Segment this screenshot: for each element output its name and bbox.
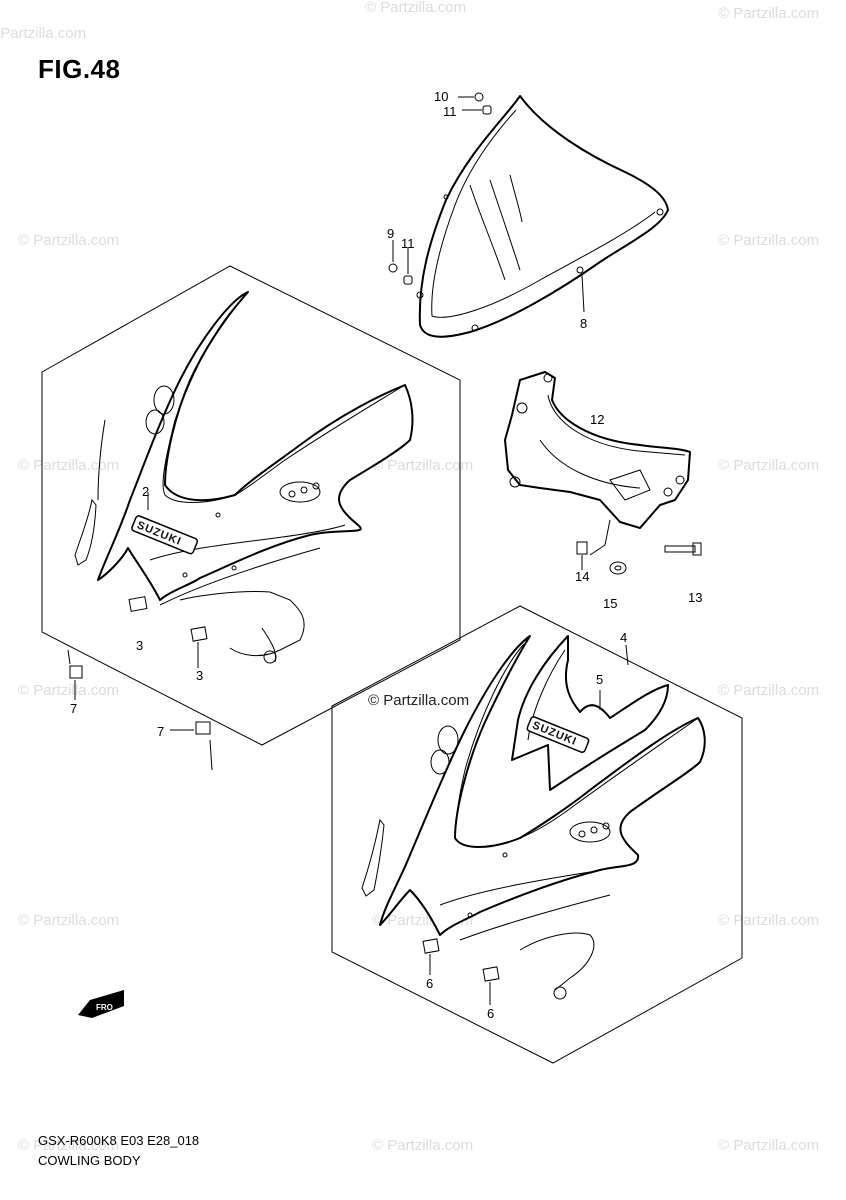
watermark-text: © Partzilla.com [18,1137,119,1154]
watermark-text: © Partzilla.com [18,682,119,699]
watermark-text: © Partzilla.com [0,25,86,42]
upper-cowl-right [361,635,706,1000]
front-arrow-icon: FRO [78,990,124,1018]
group-name: COWLING BODY [38,1153,141,1168]
callout-6: 6 [426,976,433,991]
figure-title: FIG.48 [38,54,121,84]
watermark-text: © Partzilla.com [18,912,119,929]
watermark-text: © Partzilla.com [718,912,819,929]
callout-14: 14 [575,569,589,584]
windscreen [416,95,669,338]
watermark-text: © Partzilla.com [372,457,473,474]
watermark-text: © Partzilla.com [718,457,819,474]
callout-11: 11 [443,104,457,119]
callout-6: 6 [487,1006,494,1021]
watermark-text: © Partzilla.com [18,457,119,474]
watermark-text: © Partzilla.com [718,232,819,249]
watermark-text: © Partzilla.com [718,682,819,699]
right-small-parts [422,644,629,1005]
callout-3: 3 [196,668,203,683]
callout-12: 12 [590,412,604,427]
watermark-layer: © Partzilla.com © Partzilla.com © Partzi… [0,0,819,1154]
left-cowl-assembly-box [41,265,461,746]
right-cowl-assembly-box [331,605,743,1064]
watermark-text: © Partzilla.com [18,232,119,249]
callout-10: 10 [434,89,448,104]
cowling-bracket [504,371,691,529]
callout-15: 15 [603,596,617,611]
partzilla-watermark: © Partzilla.com [368,692,469,709]
watermark-text: © Partzilla.com [718,1137,819,1154]
callout-2: 2 [142,484,149,499]
callout-9: 9 [387,226,394,241]
callout-7: 7 [157,724,164,739]
model-code: GSX-R600K8 E03 E28_018 [38,1133,200,1148]
callout-7: 7 [70,701,77,716]
callout-13: 13 [688,590,702,605]
callout-8: 8 [580,316,587,331]
callout-4: 4 [620,630,627,645]
callout-11: 11 [401,236,415,251]
left-small-parts [67,492,213,771]
callout-5: 5 [596,672,603,687]
upper-cowl-left [74,291,414,664]
front-arrow-label: FRO [96,1003,113,1012]
watermark-text: © Partzilla.com [372,1137,473,1154]
watermark-text: © Partzilla.com [365,0,466,16]
callout-3: 3 [136,638,143,653]
watermark-text: © Partzilla.com [718,5,819,22]
windscreen-fasteners [388,92,585,313]
bracket-fasteners [576,519,702,575]
